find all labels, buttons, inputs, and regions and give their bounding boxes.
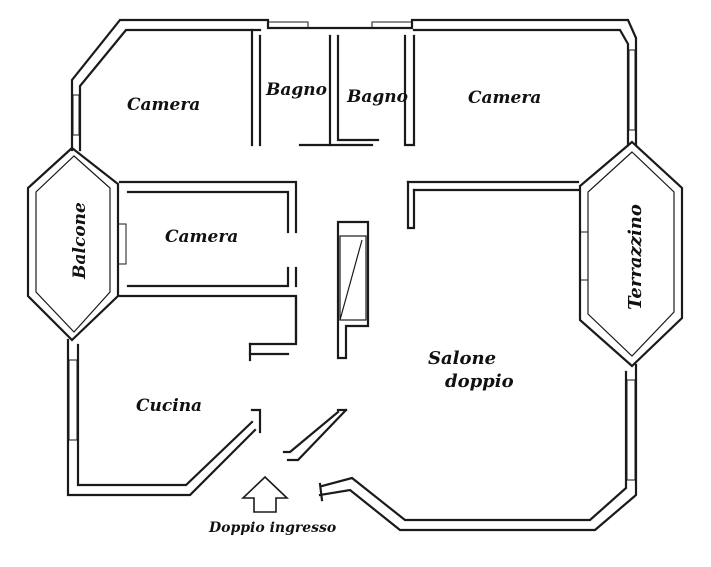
room-label-camera-top-left: Camera bbox=[127, 95, 201, 115]
room-label-cucina: Cucina bbox=[136, 396, 203, 416]
room-label-bagno-right: Bagno bbox=[347, 87, 408, 107]
interior-walls bbox=[118, 28, 580, 502]
room-label-bagno-left: Bagno bbox=[266, 80, 327, 100]
outer-walls bbox=[66, 18, 638, 532]
room-label-camera-middle: Camera bbox=[165, 227, 239, 247]
balcone-outline bbox=[26, 146, 120, 342]
room-label-terrazzino: Terrazzino bbox=[624, 204, 646, 310]
up-arrow-icon bbox=[241, 475, 289, 513]
windows bbox=[68, 21, 636, 481]
entrance-label: Doppio ingresso bbox=[209, 520, 337, 536]
room-label-salone: Salone bbox=[428, 348, 497, 369]
room-label-doppio: doppio bbox=[445, 371, 514, 392]
terrazzino-outline bbox=[578, 140, 684, 368]
room-label-camera-top-right: Camera bbox=[468, 88, 542, 108]
room-label-balcone: Balcone bbox=[69, 202, 90, 279]
